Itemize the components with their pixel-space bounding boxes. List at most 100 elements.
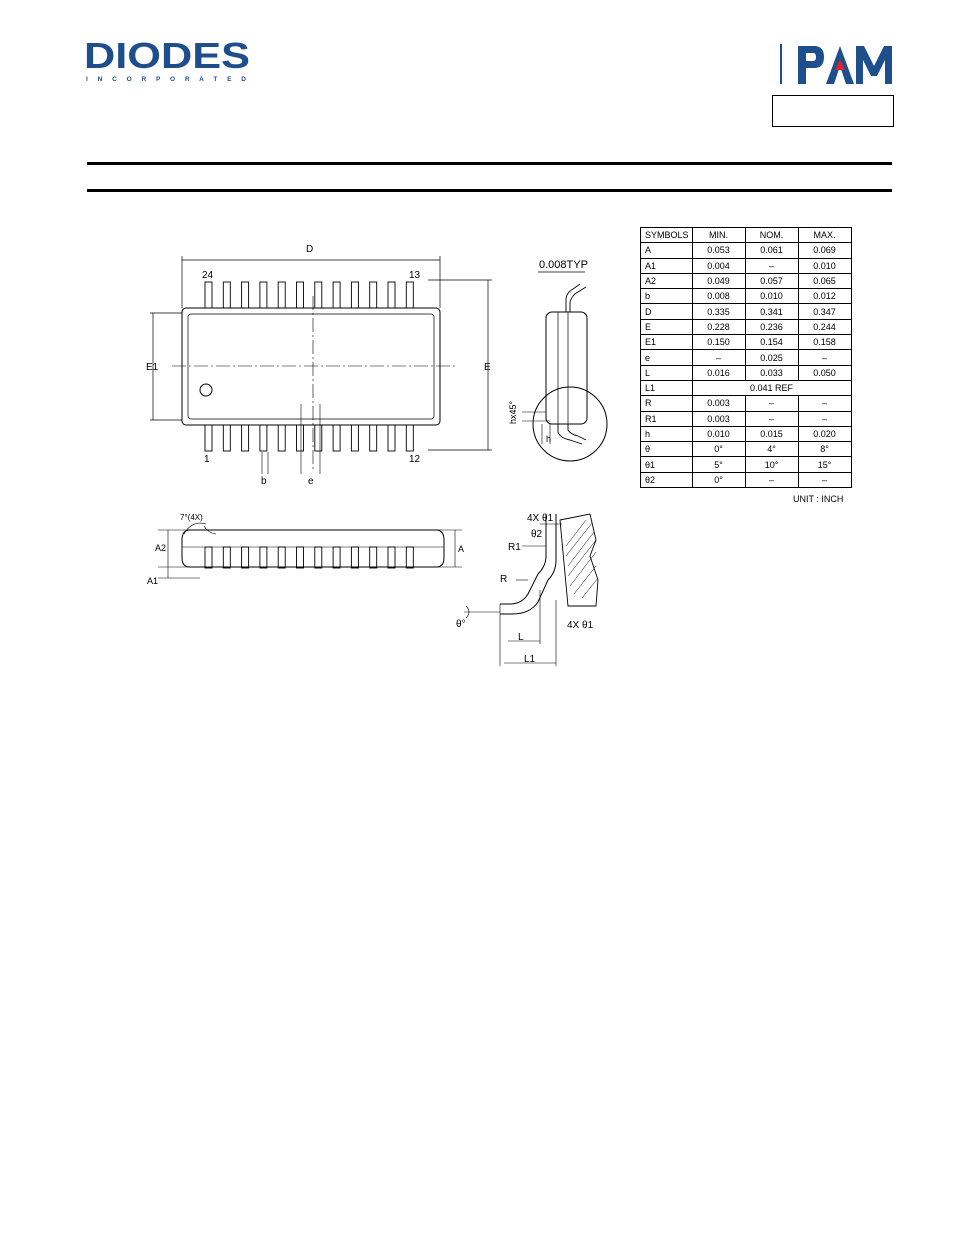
table-cell-sym: E bbox=[640, 318, 693, 336]
pin-side bbox=[296, 546, 304, 569]
pin-bottom-row bbox=[296, 424, 304, 452]
label-theta: θ° bbox=[456, 619, 466, 630]
table-cell-min: 0.003 bbox=[691, 395, 746, 412]
table-cell-min: 0° bbox=[691, 441, 746, 458]
pin-bottom-row bbox=[332, 424, 341, 452]
pin-side bbox=[405, 546, 414, 569]
table-cell-min: 0.010 bbox=[691, 425, 746, 443]
table-cell-max: – bbox=[797, 471, 852, 489]
pin-bottom-row bbox=[405, 424, 414, 452]
top-view bbox=[150, 256, 492, 474]
table-cell-sym: A1 bbox=[640, 257, 693, 274]
pin-bottom-row bbox=[387, 424, 396, 452]
diodes-logo: DIODES I N C O R P O R A T E D bbox=[84, 38, 250, 83]
pin-top-row bbox=[259, 281, 268, 309]
end-view bbox=[522, 271, 608, 462]
table-cell-sym: e bbox=[640, 349, 693, 366]
table-cell-max: 0.012 bbox=[797, 288, 852, 305]
table-cell-nom: – bbox=[744, 410, 799, 427]
table-cell-max: 0.065 bbox=[797, 272, 852, 290]
table-cell-nom: 0.025 bbox=[744, 349, 799, 366]
table-cell-nom: 0.154 bbox=[744, 334, 799, 351]
pin-top-row bbox=[204, 281, 213, 309]
pin-bottom-row bbox=[241, 424, 250, 452]
package-body-top bbox=[181, 307, 441, 426]
label-r: R bbox=[500, 574, 507, 585]
table-cell-sym: θ bbox=[640, 441, 693, 458]
pin-top-row bbox=[350, 281, 359, 309]
table-cell-max: 0.158 bbox=[797, 334, 852, 351]
table-cell-min: 0.150 bbox=[691, 334, 746, 351]
table-cell-max: 0.020 bbox=[797, 425, 852, 443]
table-cell-nom: 0.033 bbox=[744, 364, 799, 381]
table-header-cell: MAX. bbox=[797, 226, 852, 244]
pin-top-row bbox=[296, 281, 304, 309]
table-header-row: SYMBOLS MIN. NOM. MAX. bbox=[640, 226, 852, 244]
table-cell-nom: 0.015 bbox=[744, 425, 799, 443]
pin-side bbox=[259, 546, 268, 569]
pin-top-row bbox=[314, 281, 323, 309]
table-cell-sym: b bbox=[640, 288, 693, 305]
header-rule-bottom bbox=[87, 189, 892, 192]
label-e: E bbox=[484, 362, 491, 373]
table-cell-sym: A2 bbox=[640, 272, 693, 290]
label-a2: A2 bbox=[155, 543, 166, 553]
table-cell-min: 0.004 bbox=[691, 257, 746, 274]
pin-bottom-row bbox=[204, 424, 213, 452]
table-cell-max: – bbox=[797, 395, 852, 412]
label-0008typ: 0.008TYP bbox=[539, 259, 588, 271]
pin-bottom-row bbox=[222, 424, 231, 452]
detail-body-section bbox=[559, 513, 599, 607]
table-cell-sym: E1 bbox=[640, 334, 693, 351]
table-cell-min: 0.049 bbox=[691, 272, 746, 290]
pam-logo-m bbox=[856, 46, 892, 84]
table-cell-sym: R1 bbox=[640, 410, 693, 427]
pin-side bbox=[222, 546, 231, 569]
table-cell-nom: 0.061 bbox=[744, 242, 799, 259]
table-header-cell: SYMBOLS bbox=[640, 226, 693, 244]
pin-top-row bbox=[405, 281, 414, 309]
part-number-box bbox=[772, 95, 894, 127]
pam-logo-p bbox=[798, 46, 824, 84]
pin-side bbox=[314, 546, 323, 569]
label-e-pitch: e bbox=[308, 476, 314, 487]
table-cell-min: 0.008 bbox=[691, 288, 746, 305]
table-cell-min: 0.003 bbox=[691, 410, 746, 427]
diodes-logo-text: DIODES bbox=[84, 38, 250, 76]
pin-top-row bbox=[332, 281, 341, 309]
pam-logo-triangle bbox=[835, 59, 845, 70]
table-row: e–0.025– bbox=[640, 349, 852, 366]
label-e1: E1 bbox=[146, 362, 159, 373]
pam-logo-bar bbox=[780, 44, 782, 84]
table-cell-sym: D bbox=[640, 303, 693, 320]
table-cell-max: – bbox=[797, 410, 852, 427]
table-cell-min: – bbox=[691, 349, 746, 366]
label-a1: A1 bbox=[147, 576, 158, 586]
end-view-body bbox=[545, 311, 588, 425]
table-cell-nom: – bbox=[744, 395, 799, 412]
pin1-marker bbox=[199, 383, 213, 397]
label-l1: L1 bbox=[524, 654, 536, 665]
table-cell-ref: 0.041 REF bbox=[691, 379, 852, 397]
table-cell-nom: 4° bbox=[744, 441, 799, 458]
table-cell-min: 0.228 bbox=[691, 318, 746, 336]
table-cell-sym: L bbox=[640, 364, 693, 381]
label-r1: R1 bbox=[508, 542, 521, 553]
table-cell-max: 15° bbox=[797, 456, 852, 473]
label-4x-theta1-top: 4X θ1 bbox=[527, 513, 554, 524]
pin-top-row bbox=[222, 281, 231, 309]
pin-side bbox=[387, 546, 396, 569]
table-cell-max: 0.050 bbox=[797, 364, 852, 381]
label-a: A bbox=[458, 544, 464, 554]
unit-note: UNIT : INCH bbox=[793, 494, 844, 504]
table-cell-nom: 0.057 bbox=[744, 272, 799, 290]
pin-side bbox=[369, 546, 378, 569]
